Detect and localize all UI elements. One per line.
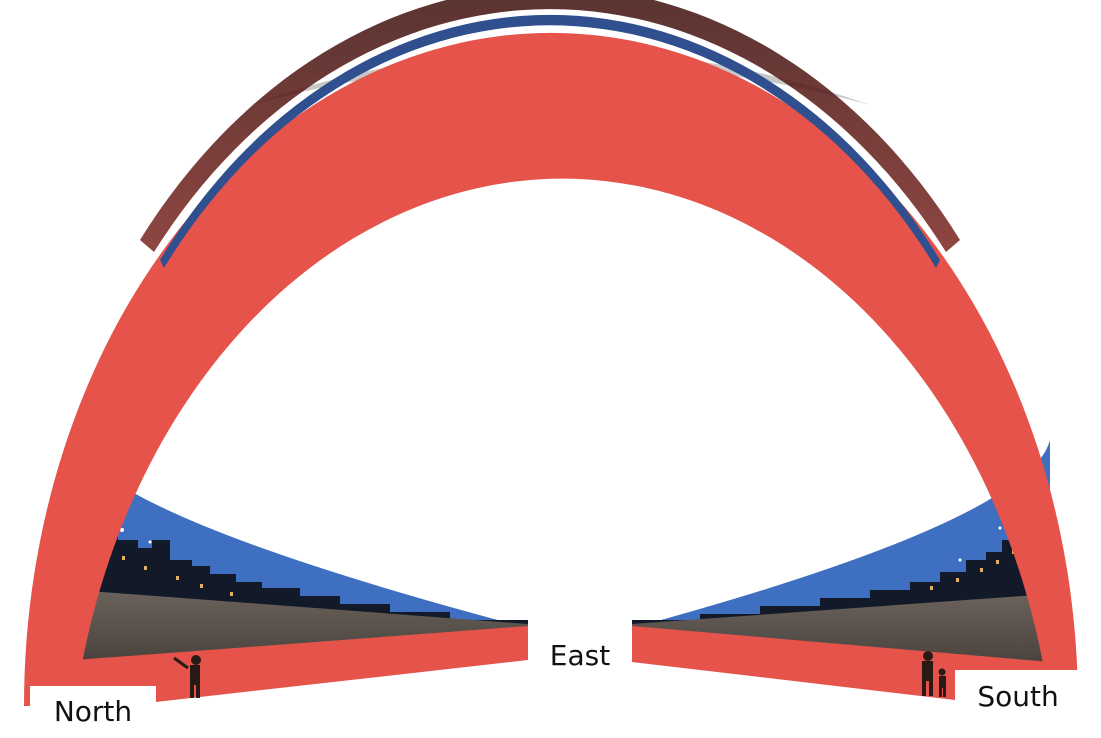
- right-ground: [632, 594, 1050, 664]
- right-stars: [958, 526, 1002, 562]
- dome-arch-outer-rim: [140, 0, 960, 252]
- left-floor-band: [75, 626, 528, 706]
- south-label: South: [955, 670, 1081, 724]
- dome-arch: [24, 32, 1078, 706]
- person-with-child-icon: [922, 651, 946, 697]
- left-ground: [75, 590, 528, 662]
- left-stars: [120, 528, 152, 544]
- person-with-telescope-icon: [173, 655, 201, 698]
- left-city-skyline: [75, 500, 528, 628]
- north-label: North: [30, 686, 156, 738]
- east-label: East: [528, 630, 632, 682]
- right-city-skyline: [632, 500, 1050, 628]
